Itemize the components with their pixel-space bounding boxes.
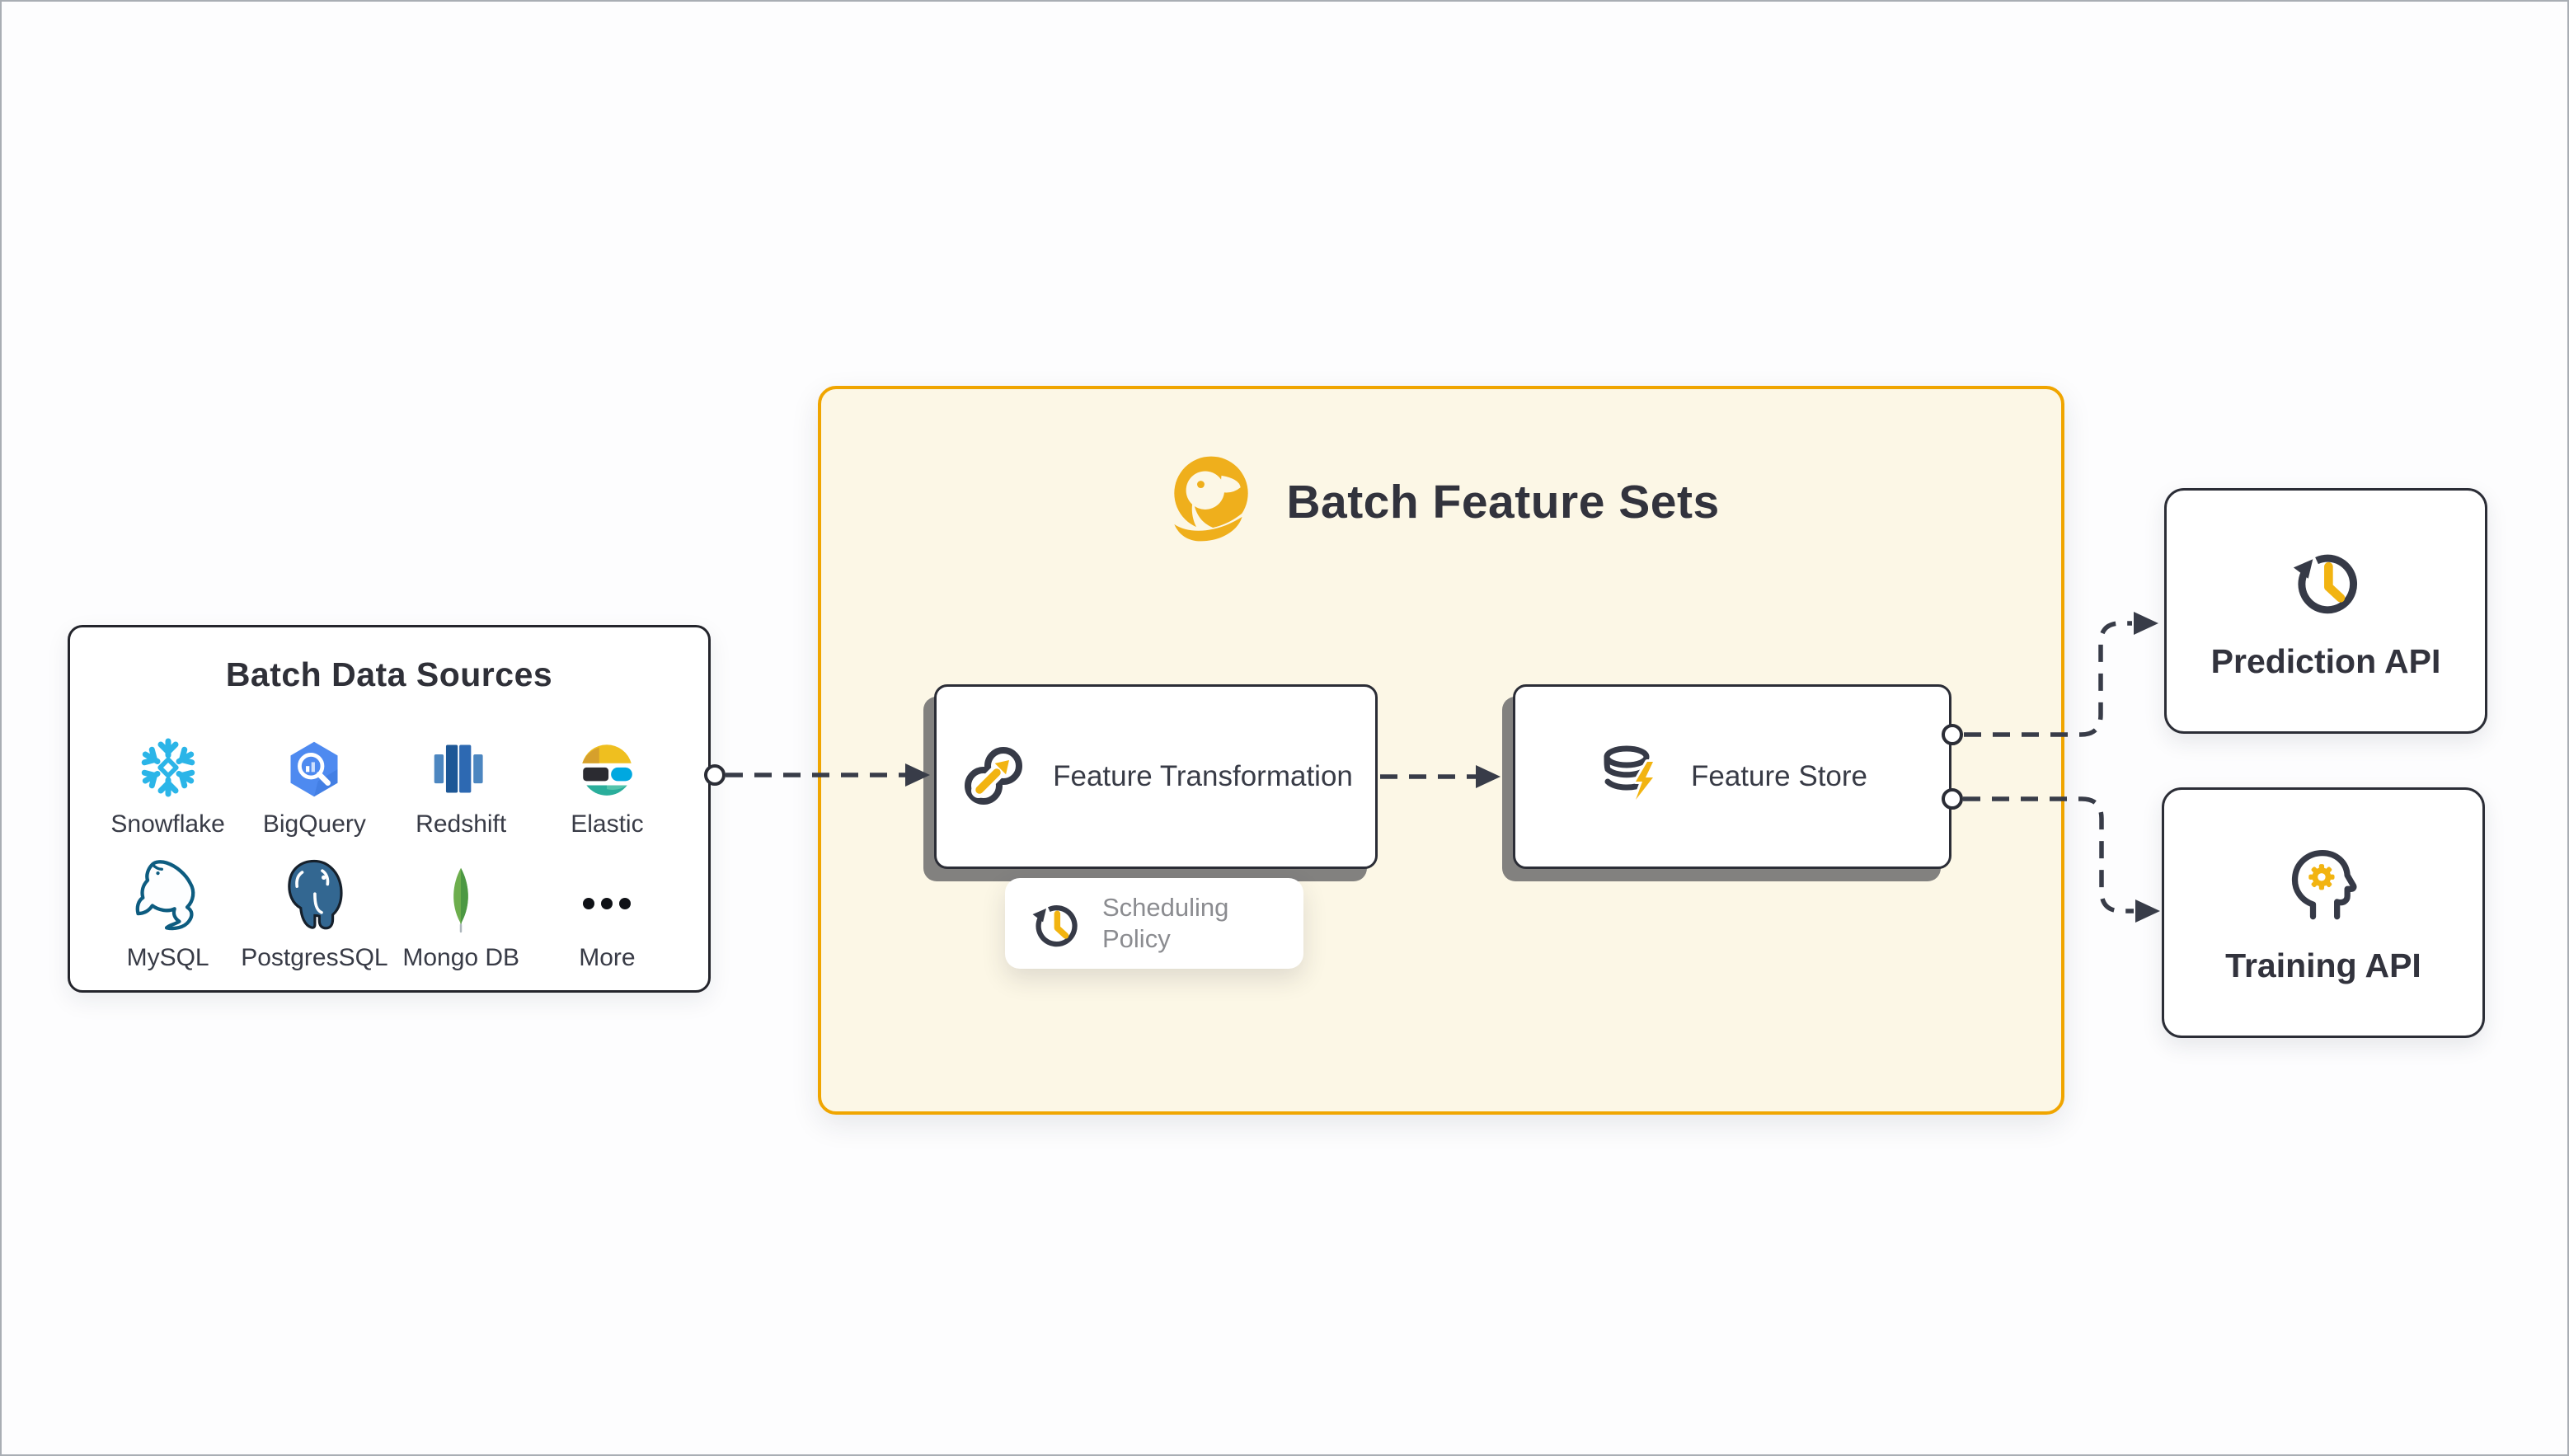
database-bolt-icon (1597, 742, 1666, 811)
source-item-bigquery: BigQuery (241, 710, 387, 843)
more-dots-icon (581, 896, 632, 934)
panel-title: Batch Feature Sets (1286, 476, 1720, 528)
sources-grid: Snowflake BigQuery (95, 710, 680, 977)
bigquery-icon (283, 738, 345, 801)
sources-panel-title: Batch Data Sources (225, 655, 553, 693)
source-item-more: More (534, 843, 680, 977)
source-label: Mongo DB (402, 944, 520, 971)
source-label: Elastic (571, 810, 644, 838)
snowflake-icon (135, 735, 201, 801)
mysql-icon (129, 855, 208, 934)
source-label: BigQuery (262, 810, 366, 838)
badge-label: Scheduling Policy (1102, 892, 1229, 953)
prediction-api-node: Prediction API (2164, 488, 2487, 734)
qwak-duck-logo (1162, 453, 1260, 551)
scheduling-policy-badge: Scheduling Policy (1005, 878, 1303, 969)
history-clock-icon (1028, 896, 1083, 951)
panel-header: Batch Feature Sets (821, 453, 2061, 551)
source-label: Redshift (416, 810, 507, 838)
elastic-icon (576, 740, 637, 801)
feature-store-node: Feature Store (1513, 684, 1951, 869)
history-clock-icon (2287, 542, 2365, 619)
batch-data-sources-panel: Batch Data Sources (68, 625, 711, 993)
postgres-icon (278, 857, 350, 934)
source-item-snowflake: Snowflake (95, 710, 241, 843)
source-label: Snowflake (110, 810, 225, 838)
training-api-node: Training API (2162, 787, 2485, 1038)
source-item-postgressql: PostgresSQL (241, 843, 388, 977)
source-item-elastic: Elastic (534, 710, 680, 843)
source-item-mysql: MySQL (95, 843, 241, 977)
head-gear-icon (2282, 841, 2365, 923)
feature-transformation-node: Feature Transformation (934, 684, 1378, 869)
batch-feature-sets-panel: Batch Feature Sets Feature Transformatio… (818, 386, 2064, 1115)
node-label: Feature Store (1691, 760, 1867, 792)
source-label: More (579, 944, 636, 971)
source-label: PostgresSQL (241, 944, 388, 971)
api-label: Training API (2225, 946, 2421, 984)
transform-arrow-icon (959, 742, 1028, 811)
mongodb-icon (446, 867, 476, 934)
source-label: MySQL (126, 944, 209, 971)
node-label: Feature Transformation (1053, 760, 1353, 792)
api-label: Prediction API (2210, 641, 2441, 680)
redshift-icon (430, 738, 492, 801)
source-item-mongodb: Mongo DB (388, 843, 534, 977)
source-item-redshift: Redshift (388, 710, 534, 843)
